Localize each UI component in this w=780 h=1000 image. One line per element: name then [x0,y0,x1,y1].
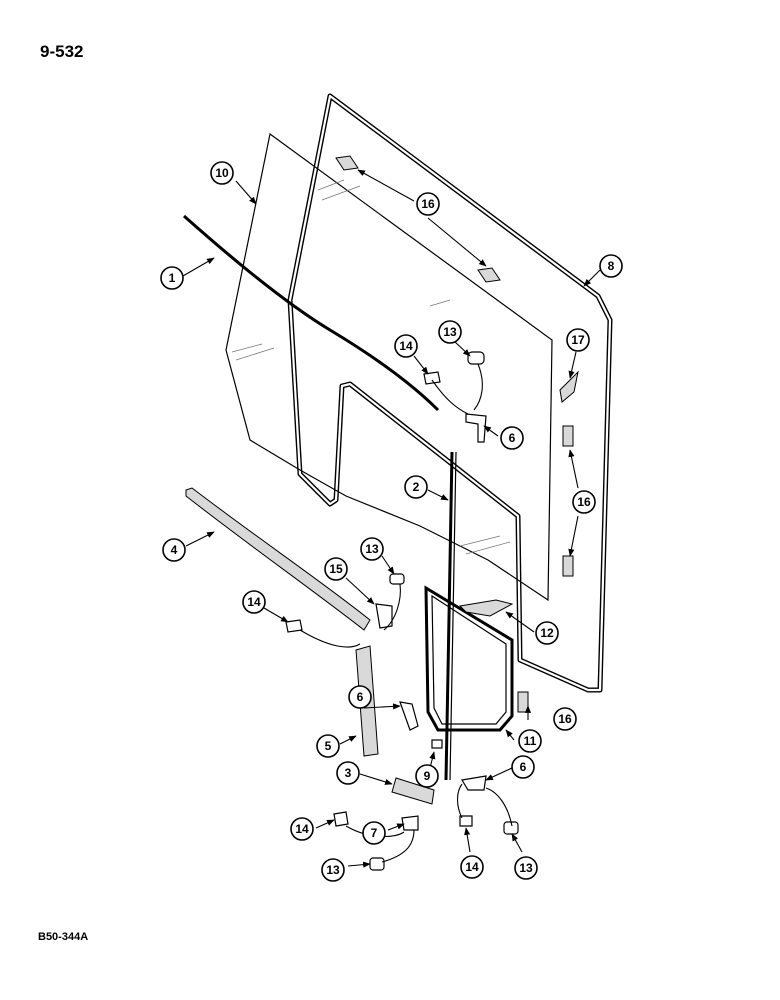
outer-gasket [287,93,613,693]
callout-12: 12 [535,621,559,645]
callout-9: 9 [415,764,439,788]
callout-2: 2 [404,475,428,499]
callout-13-b: 13 [360,537,384,561]
svg-text:7: 7 [371,826,378,840]
leader-lines [182,169,601,868]
callout-1: 1 [160,266,184,290]
svg-text:14: 14 [465,860,479,874]
callout-6-c: 6 [511,755,535,779]
svg-text:14: 14 [247,595,261,609]
svg-text:6: 6 [357,690,364,704]
callout-10: 10 [210,161,234,185]
callout-13-d: 13 [514,856,538,880]
svg-text:4: 4 [171,543,178,557]
callout-6-a: 6 [500,426,524,450]
svg-text:3: 3 [345,766,352,780]
page-number: 9-532 [40,42,84,61]
callout-3: 3 [336,761,360,785]
svg-text:8: 8 [608,259,615,273]
upper-seal-strip [183,214,440,412]
vertical-seal-strip [444,451,457,781]
callout-14-c: 14 [290,817,314,841]
svg-text:6: 6 [509,431,516,445]
svg-text:11: 11 [524,734,537,748]
svg-text:14: 14 [295,822,309,836]
svg-text:10: 10 [215,166,229,180]
svg-text:13: 13 [365,542,379,556]
svg-text:16: 16 [421,197,435,211]
svg-text:1: 1 [169,271,176,285]
svg-text:12: 12 [540,626,554,640]
callout-5: 5 [316,734,340,758]
callout-13-c: 13 [321,858,345,882]
callout-17: 17 [566,328,590,352]
callouts: 10 1 16 8 14 13 17 6 16 2 4 13 15 14 12 … [160,161,623,882]
svg-text:6: 6 [520,760,527,774]
lower-trim-strip [185,487,371,631]
callout-11: 11 [518,729,542,753]
callout-14-a: 14 [394,334,418,358]
svg-text:5: 5 [325,739,332,753]
svg-text:13: 13 [519,861,533,875]
callout-14-d: 14 [460,855,484,879]
svg-text:15: 15 [329,562,343,576]
callout-16-right: 16 [572,490,596,514]
callout-16-top: 16 [416,192,440,216]
hardware [285,155,579,871]
svg-text:13: 13 [443,325,457,339]
callout-13-a: 13 [438,320,462,344]
callout-14-b: 14 [242,590,266,614]
svg-text:13: 13 [326,863,340,877]
callout-7: 7 [362,821,386,845]
callout-16-low: 16 [553,707,577,731]
callout-4: 4 [162,538,186,562]
svg-text:16: 16 [577,495,591,509]
callout-6-b: 6 [348,685,372,709]
windshield-glass [225,132,553,602]
callout-15: 15 [324,557,348,581]
svg-text:2: 2 [413,480,420,494]
svg-text:16: 16 [558,712,572,726]
callout-8: 8 [599,254,623,278]
side-glass [424,585,514,732]
svg-text:14: 14 [399,339,413,353]
svg-text:9: 9 [424,769,431,783]
svg-text:17: 17 [571,333,585,347]
figure-code: B50-344A [38,931,89,943]
